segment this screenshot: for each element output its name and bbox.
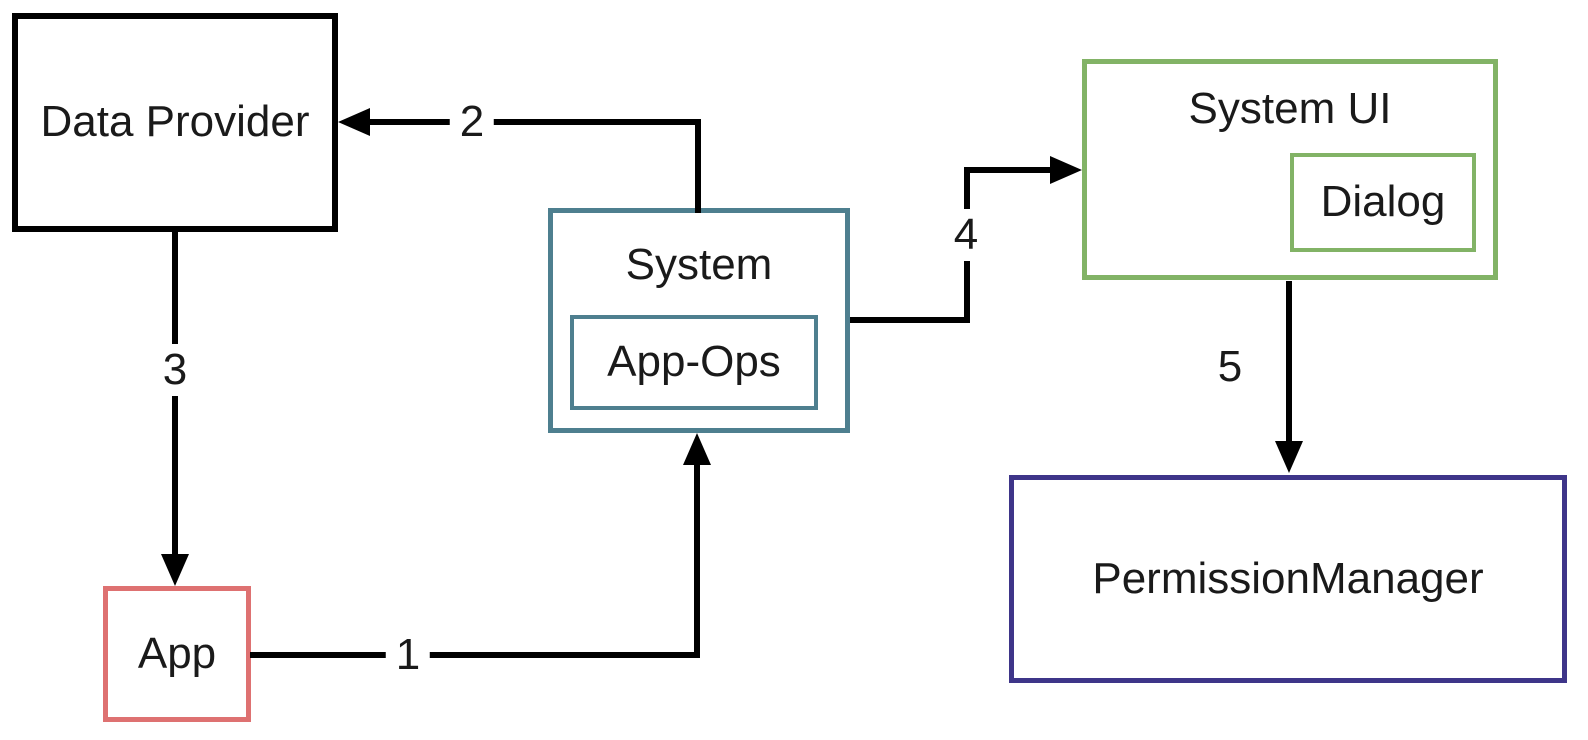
node-system-title: System: [553, 213, 845, 317]
edge-2-line: [695, 119, 701, 213]
edge-1-arrowhead-icon: [683, 433, 711, 465]
node-app-ops: App-Ops: [570, 315, 818, 410]
node-data-provider: Data Provider: [12, 13, 338, 232]
edge-2-line: [365, 119, 701, 125]
node-system-ui: System UI Dialog: [1082, 59, 1498, 280]
edge-1-line: [694, 455, 700, 658]
node-permission-manager: PermissionManager: [1009, 475, 1567, 683]
edge-4-arrowhead-icon: [1050, 156, 1082, 184]
edge-5-arrowhead-icon: [1275, 441, 1303, 473]
edge-1-line: [250, 652, 700, 658]
node-system-ui-label: System UI: [1188, 84, 1392, 134]
edge-3-arrowhead-icon: [161, 554, 189, 586]
edge-1-label: 1: [385, 629, 431, 681]
node-dialog-label: Dialog: [1320, 177, 1446, 227]
node-app-ops-label: App-Ops: [607, 337, 781, 387]
edge-5-label: 5: [1207, 341, 1253, 393]
node-data-provider-label: Data Provider: [40, 97, 310, 147]
edge-4-line: [850, 317, 970, 323]
edge-2-arrowhead-icon: [338, 108, 370, 136]
node-permission-manager-label: PermissionManager: [1092, 553, 1484, 603]
node-system-label: System: [625, 239, 773, 289]
edge-4-line: [964, 167, 1052, 173]
node-app: App: [103, 586, 251, 722]
edge-5-line: [1286, 281, 1292, 443]
node-system-ui-title: System UI: [1087, 64, 1493, 155]
edge-2-label: 2: [449, 96, 495, 148]
edge-3-label: 3: [152, 344, 198, 396]
node-dialog: Dialog: [1290, 153, 1476, 252]
node-system: System App-Ops: [548, 208, 850, 433]
edge-4-label: 4: [943, 209, 989, 261]
node-app-label: App: [137, 628, 217, 678]
